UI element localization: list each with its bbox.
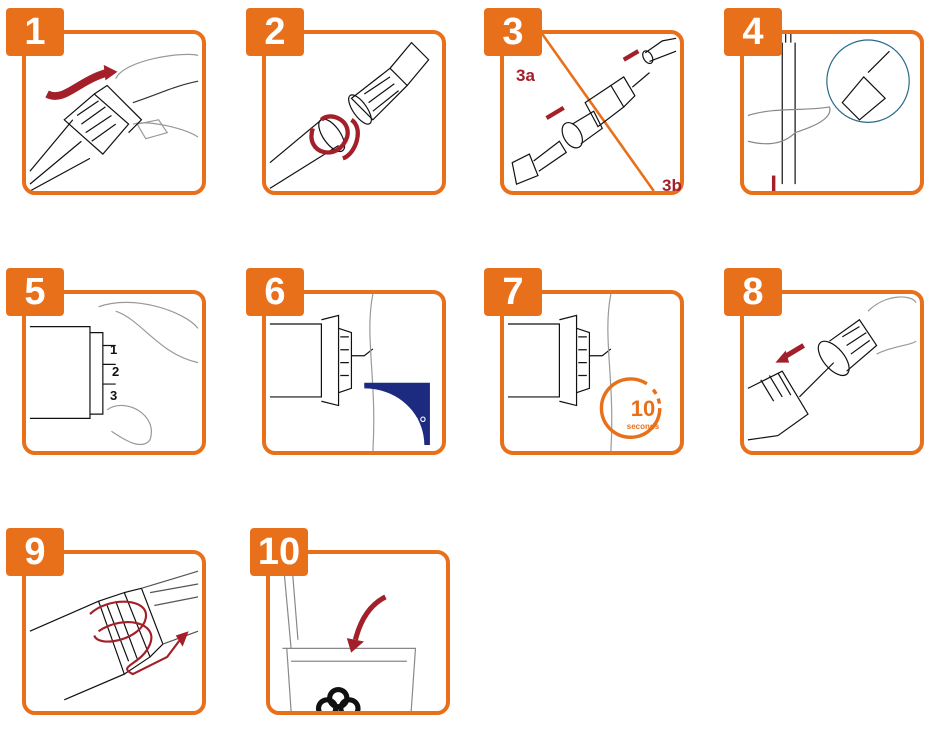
step-3-panel: 3 3a 3b [484, 8, 684, 195]
step-number-badge: 5 [6, 268, 64, 316]
dose-dial-mark: 1 [110, 342, 118, 357]
step-number-badge: 8 [724, 268, 782, 316]
step-3b-label: 3b [662, 176, 682, 195]
step-number-badge: 9 [6, 528, 64, 576]
step-1-panel: 1 [6, 8, 206, 195]
step-number-badge: 7 [484, 268, 542, 316]
step-number-badge: 1 [6, 8, 64, 56]
dose-dial-mark: 3 [110, 388, 118, 403]
step-7-panel: 7 10 seconds [484, 268, 684, 455]
step-4-illustration [740, 30, 924, 195]
step-number-badge: 2 [246, 8, 304, 56]
step-6-illustration [262, 290, 446, 455]
step-3-illustration [500, 30, 684, 195]
step-number-badge: 10 [250, 528, 308, 576]
step-9-illustration [22, 550, 206, 715]
timer-unit: seconds [626, 422, 660, 431]
step-7-illustration [500, 290, 684, 455]
step-5-illustration [22, 290, 206, 455]
step-9-panel: 9 [6, 528, 206, 715]
step-4-panel: 4 [724, 8, 924, 195]
step-2-panel: 2 [246, 8, 446, 195]
step-2-illustration [262, 30, 446, 195]
step-1-illustration [22, 30, 206, 195]
angle-label: 90° [398, 414, 427, 435]
step-number-badge: 3 [484, 8, 542, 56]
step-8-illustration [740, 290, 924, 455]
step-5-panel: 5 1 2 3 [6, 268, 206, 455]
step-10-panel: 10 [250, 528, 450, 715]
step-number-badge: 6 [246, 268, 304, 316]
step-8-panel: 8 [724, 268, 924, 455]
step-number-badge: 4 [724, 8, 782, 56]
timer-value: 10 [630, 396, 656, 421]
step-3a-label: 3a [516, 66, 535, 85]
step-6-panel: 6 90° [246, 268, 446, 455]
dose-dial-mark: 2 [112, 364, 120, 379]
